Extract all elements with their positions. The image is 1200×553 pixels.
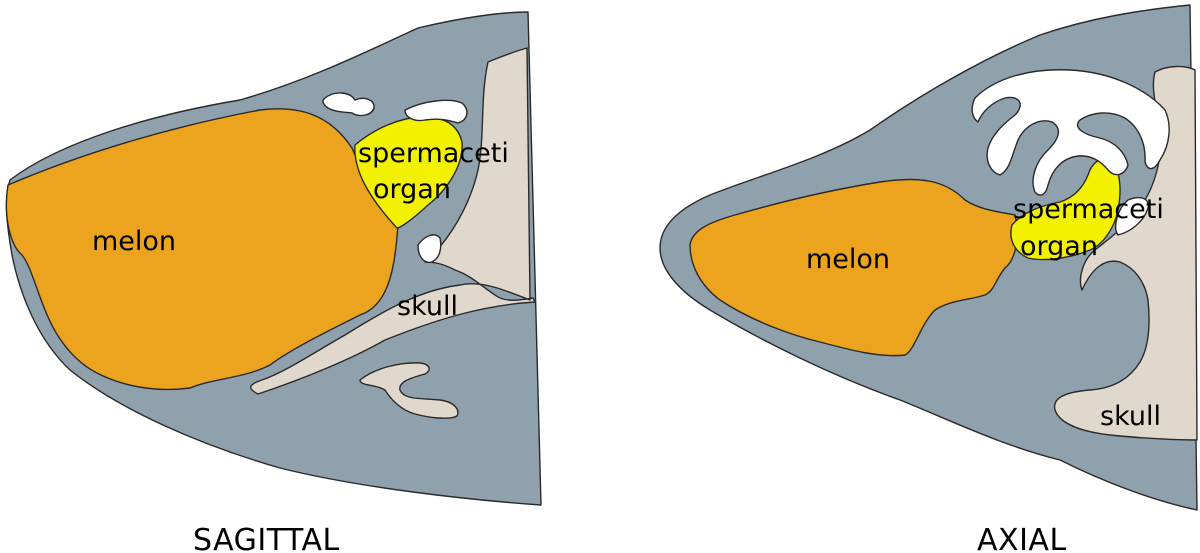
sagittal-melon-label: melon [92, 226, 176, 257]
sagittal-air-cavity-2 [404, 99, 468, 124]
sagittal-spermaceti-label-line2: organ [373, 174, 451, 205]
axial-skull-label: skull [1100, 401, 1161, 432]
axial-view: melon spermaceti organ skull AXIAL [659, 4, 1198, 553]
axial-melon-label: melon [806, 244, 890, 275]
sagittal-view-label: SAGITTAL [193, 523, 340, 553]
axial-air-sinus-lower [1114, 196, 1149, 236]
axial-spermaceti-organ [1010, 157, 1121, 261]
sagittal-skull-label: skull [397, 291, 458, 322]
sagittal-spermaceti-label-line1: spermaceti [358, 138, 509, 169]
axial-view-label: AXIAL [977, 523, 1067, 553]
axial-spermaceti-label-line1: spermaceti [1013, 194, 1164, 225]
axial-melon [689, 178, 1018, 357]
axial-spermaceti-label-line2: organ [1020, 231, 1098, 262]
axial-air-sinus-main [971, 69, 1170, 196]
sagittal-melon [5, 108, 399, 391]
sagittal-jaw-bone [359, 362, 459, 419]
sagittal-air-cavity-3 [417, 234, 442, 264]
sagittal-air-cavity-1 [322, 92, 375, 117]
sagittal-view: melon spermaceti organ skull SAGITTAL [5, 11, 542, 553]
